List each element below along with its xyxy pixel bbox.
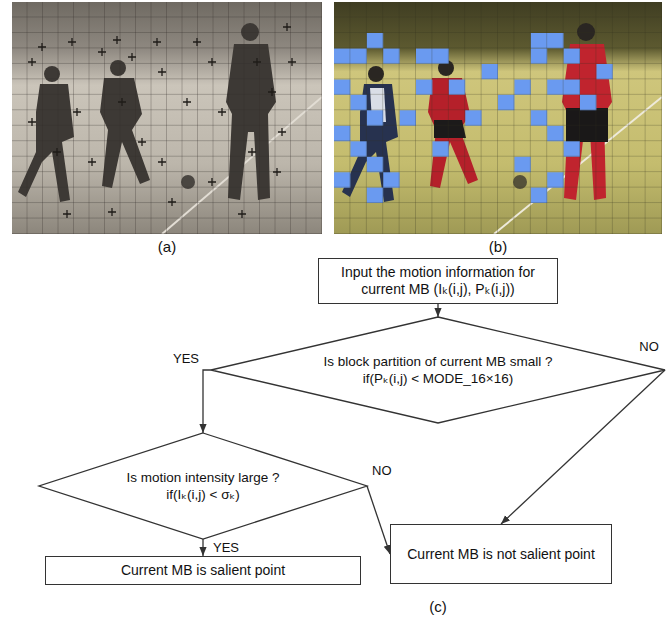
- text-block: Input the motion information for current…: [331, 264, 545, 298]
- flow-arrow: [202, 539, 203, 556]
- motion-vector-marks: [28, 23, 296, 218]
- branch-label: NO: [637, 339, 661, 354]
- text-block: Is block partition of current MB small ?…: [324, 353, 553, 387]
- text-block: Is motion intensity large ?if(Iₖ(i,j) < …: [126, 469, 279, 503]
- flow-arrow: [367, 486, 390, 554]
- node-text: Current MB is salient point: [121, 562, 285, 579]
- diamond-shape: [211, 317, 665, 423]
- result-box: Current MB is salient point: [45, 556, 361, 585]
- node-text: Current MB is not salient point: [407, 546, 595, 563]
- frame-salient-map: [334, 2, 662, 234]
- diamond-outline: [210, 316, 666, 424]
- result-box: Current MB is not salient point: [390, 524, 612, 584]
- photo-ground: [334, 2, 662, 234]
- diamond-shape: [39, 433, 367, 539]
- process-box: Input the motion information for current…: [318, 258, 558, 304]
- grid: [334, 2, 662, 234]
- panel-label: (c): [429, 598, 447, 615]
- condition-text: if(Pₖ(i,j) < MODE_16×16): [324, 370, 553, 387]
- grid: [12, 2, 322, 234]
- text-block: Current MB is not salient point: [407, 546, 595, 563]
- condition-text: if(Iₖ(i,j) < σₖ): [126, 486, 279, 503]
- node-text: Is motion intensity large ?: [126, 469, 279, 486]
- branch-label: YES: [171, 351, 201, 366]
- branch-label: NO: [370, 463, 394, 478]
- decision-diamond: Is block partition of current MB small ?…: [210, 316, 666, 424]
- panel-label: (b): [489, 238, 507, 255]
- branch-label: YES: [211, 540, 241, 555]
- panel-label: (a): [158, 238, 176, 255]
- text-block: Current MB is salient point: [121, 562, 285, 579]
- diamond-outline: [38, 432, 368, 540]
- photo-ground: [12, 2, 322, 234]
- frame-motion-map: [12, 2, 322, 234]
- flow-arrow: [203, 370, 211, 433]
- flow-arrow: [437, 304, 438, 317]
- node-text: Is block partition of current MB small ?: [324, 353, 553, 370]
- decision-diamond: Is motion intensity large ?if(Iₖ(i,j) < …: [38, 432, 368, 540]
- node-text: Input the motion information for current…: [331, 264, 545, 298]
